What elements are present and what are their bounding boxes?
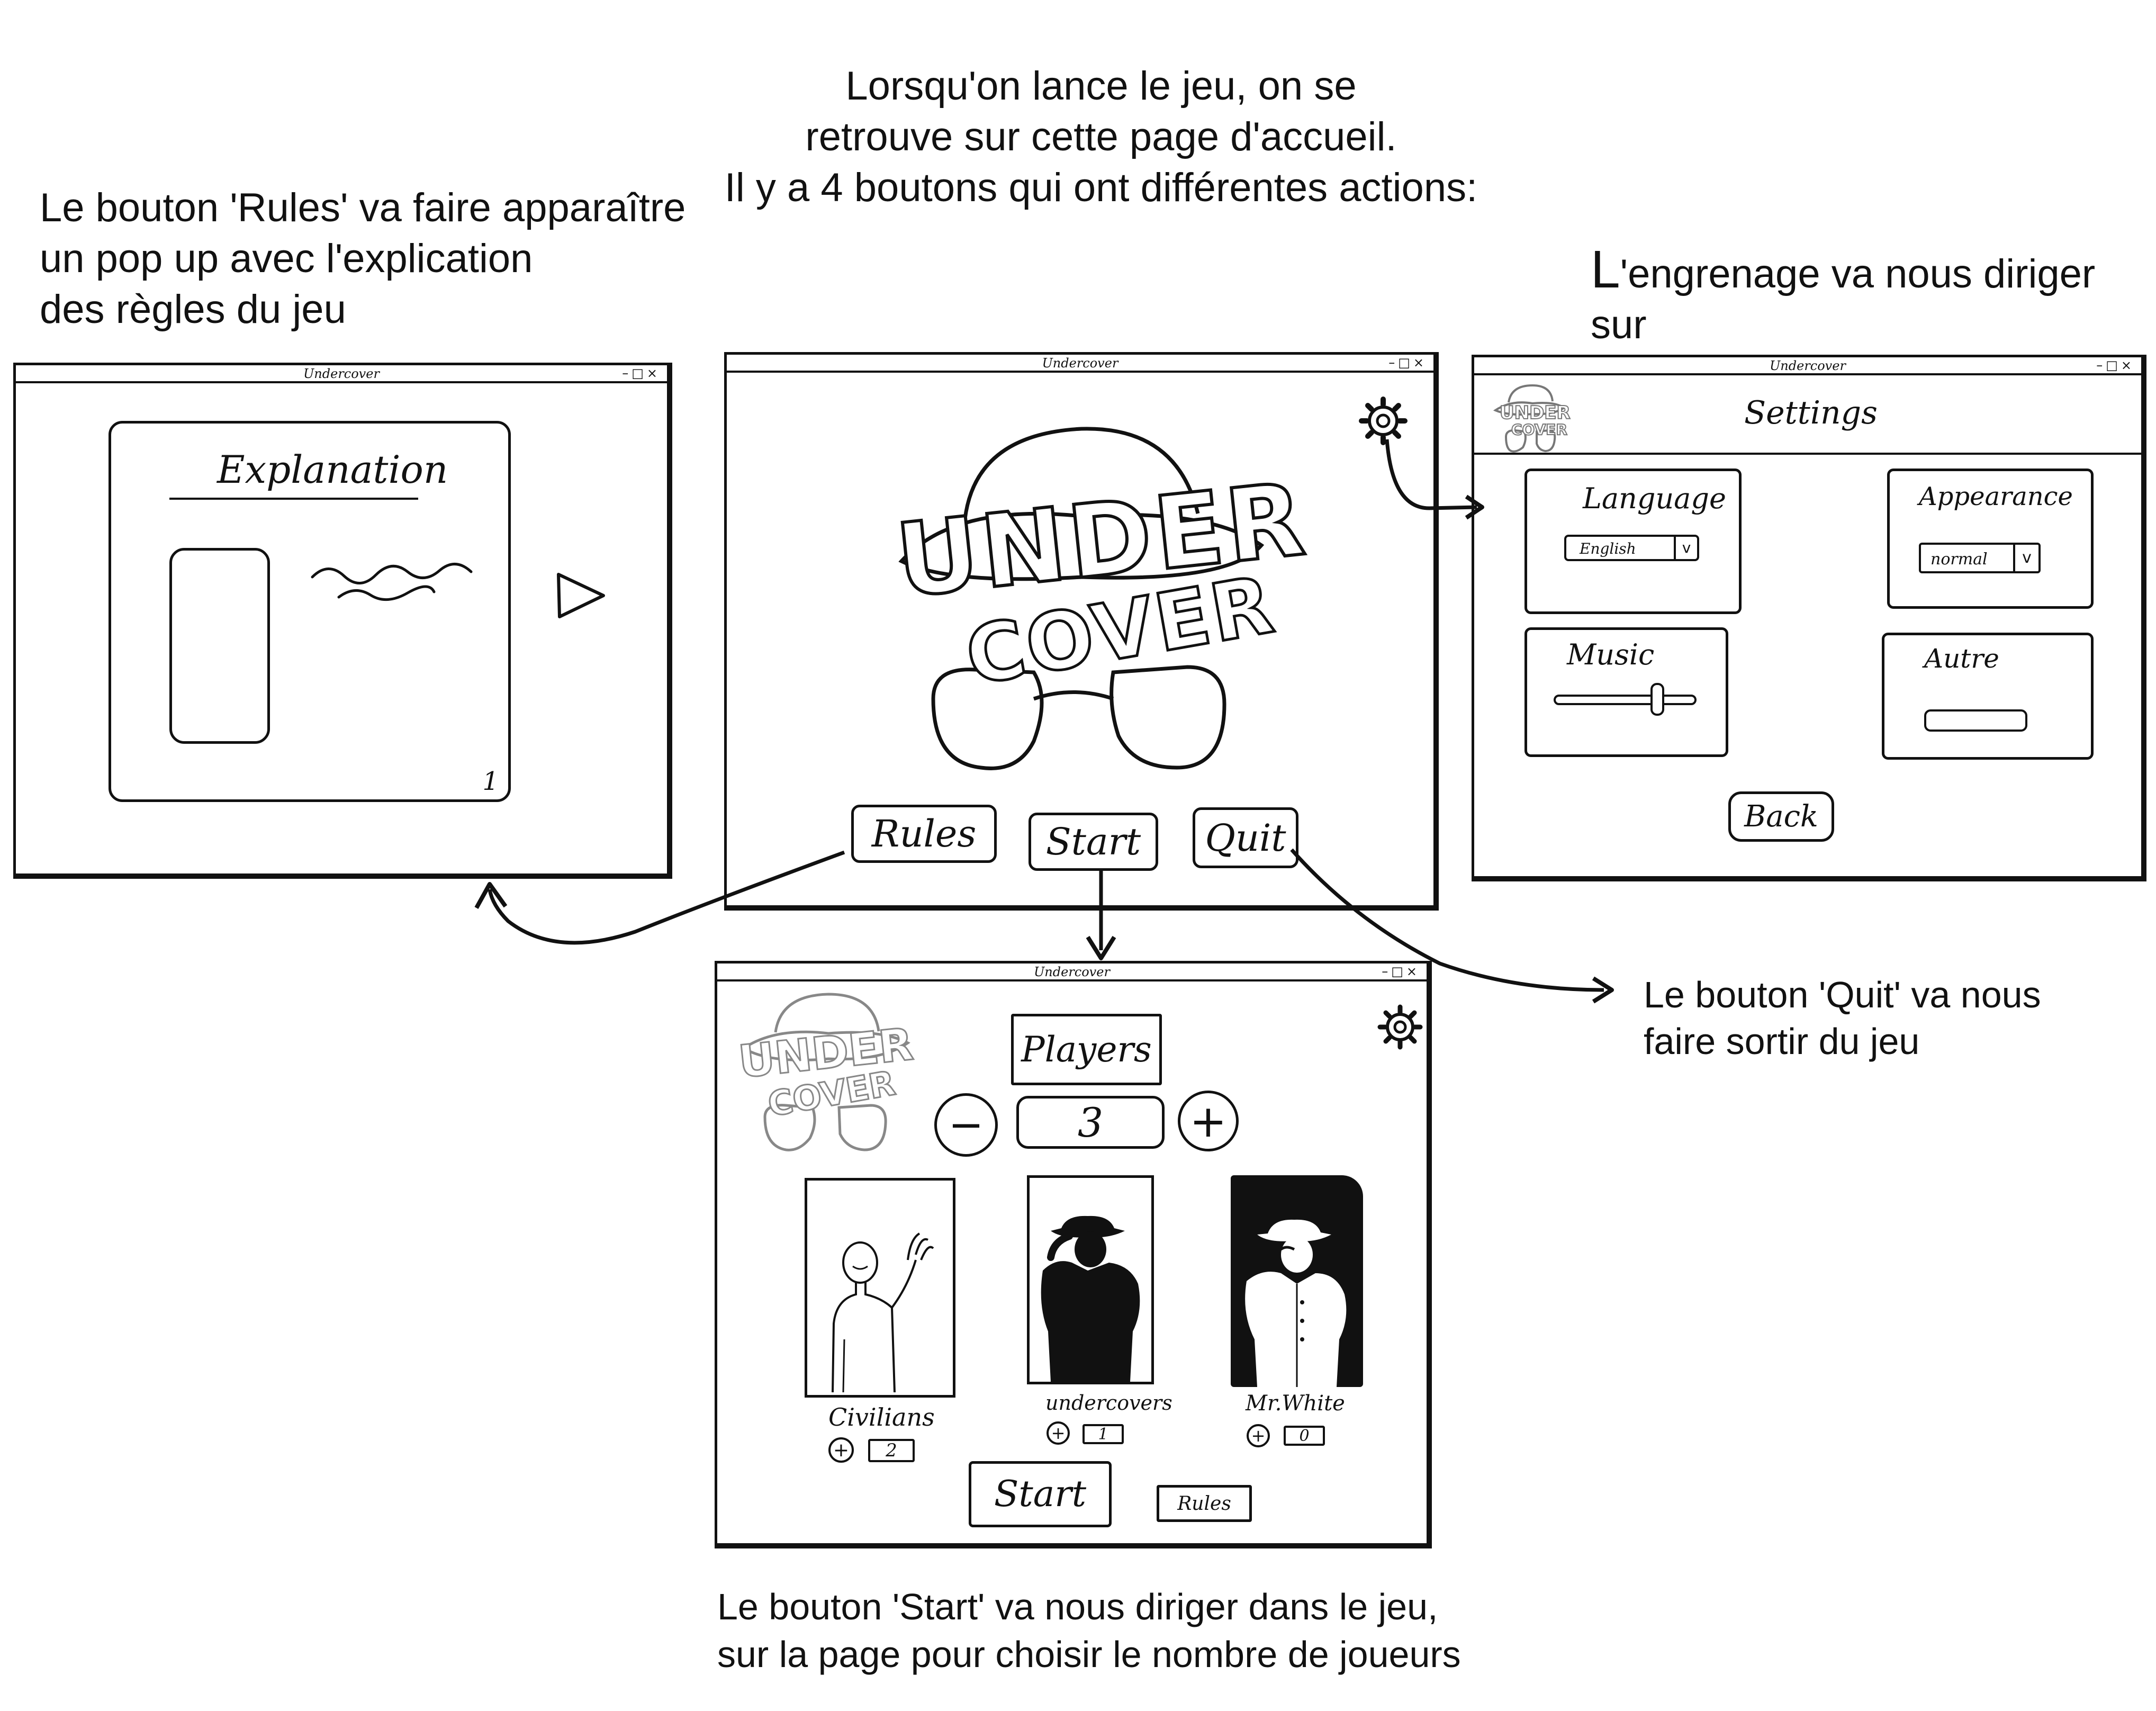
appearance-card: Appearance normal v — [1887, 469, 2094, 609]
players-label: Players — [1011, 1014, 1162, 1085]
civilian-card — [805, 1178, 955, 1398]
language-select[interactable]: English v — [1564, 535, 1699, 561]
quit-annotation: Le bouton 'Quit' va nous faire sortir du… — [1644, 974, 2041, 1062]
players-count: 3 — [1016, 1096, 1165, 1149]
players-logo: UNDER COVER — [728, 985, 918, 1165]
autre-card: Autre — [1882, 633, 2094, 760]
appearance-select[interactable]: normal v — [1919, 543, 2041, 573]
logo-under: UNDER — [1499, 402, 1571, 424]
mr-white-plus-button[interactable]: + — [1247, 1424, 1270, 1447]
mr-white-count: 0 — [1284, 1426, 1325, 1446]
logo: UNDER COVER — [859, 402, 1314, 805]
intro-annotation: Lorsqu'on lance le jeu, on se retrouve s… — [724, 64, 1478, 210]
mr-white-label: Mr.White — [1246, 1391, 1345, 1416]
rules-annotation: Le bouton 'Rules' va faire apparaître un… — [40, 185, 686, 332]
rules-image-placeholder — [169, 548, 270, 744]
next-page-arrow-icon[interactable] — [553, 566, 611, 625]
undercovers-count: 1 — [1082, 1424, 1124, 1444]
quit-button[interactable]: Quit — [1193, 807, 1298, 868]
language-label: Language — [1583, 482, 1726, 515]
arrowhead-quit — [1592, 976, 1614, 1004]
minus-button[interactable]: − — [934, 1093, 998, 1157]
window-controls[interactable]: –□× — [1382, 964, 1420, 979]
undercover-card — [1027, 1175, 1154, 1384]
language-card: Language English v — [1524, 469, 1742, 614]
window-titlebar: Undercover –□× — [717, 963, 1427, 981]
start-button[interactable]: Start — [1029, 813, 1158, 871]
autre-label: Autre — [1924, 643, 1999, 674]
window-controls[interactable]: –□× — [622, 366, 661, 381]
chevron-down-icon: v — [1674, 537, 1697, 559]
window-titlebar: Undercover –□× — [1474, 357, 2141, 375]
rules-window: Undercover –□× Explanation 1 — [13, 363, 672, 879]
settings-logo: UNDER COVER — [1490, 381, 1571, 455]
window-title: Undercover — [303, 366, 380, 381]
music-card: Music — [1524, 627, 1728, 757]
mr-white-card — [1231, 1175, 1363, 1387]
music-slider-track[interactable] — [1554, 695, 1697, 705]
civilians-plus-button[interactable]: + — [828, 1437, 854, 1463]
language-select-value: English — [1580, 540, 1636, 557]
plus-button[interactable]: + — [1178, 1091, 1239, 1151]
rules-popup-title: Explanation — [217, 447, 448, 492]
chevron-down-icon: v — [2013, 545, 2038, 571]
rules-page-number: 1 — [482, 767, 499, 796]
undercovers-label: undercovers — [1045, 1391, 1172, 1415]
music-label: Music — [1567, 638, 1655, 671]
civilians-count: 2 — [868, 1439, 915, 1462]
gear-icon[interactable] — [1354, 392, 1412, 450]
window-title: Undercover — [1042, 356, 1118, 371]
settings-annotation-initial: L — [1591, 240, 1620, 299]
window-controls[interactable]: –□× — [1388, 355, 1427, 370]
civilian-figure-icon — [832, 1232, 934, 1393]
mr-white-figure-icon — [1245, 1219, 1347, 1387]
window-titlebar: Undercover –□× — [16, 365, 667, 383]
players-window: Undercover –□× UNDER COVER Players − 3 + — [715, 961, 1432, 1548]
start-game-button[interactable]: Start — [969, 1461, 1112, 1527]
gear-icon[interactable] — [1374, 1001, 1427, 1053]
rules-title-underline — [169, 498, 418, 500]
appearance-select-value: normal — [1931, 550, 1988, 569]
rules-text-scribble — [311, 563, 473, 601]
back-button[interactable]: Back — [1728, 791, 1834, 842]
arrowhead-start — [1086, 935, 1116, 960]
settings-window: Undercover –□× UNDER COVER Settings Lang… — [1472, 355, 2146, 881]
window-title: Undercover — [1034, 965, 1110, 979]
hat-icon — [898, 427, 1265, 770]
players-rules-button[interactable]: Rules — [1157, 1485, 1252, 1522]
undercover-figure-icon — [1041, 1215, 1140, 1382]
music-slider-thumb[interactable] — [1650, 683, 1664, 716]
window-controls[interactable]: –□× — [2096, 358, 2135, 373]
arrowhead-rules — [474, 882, 508, 909]
appearance-label: Appearance — [1919, 482, 2073, 511]
logo-icon — [741, 993, 910, 1151]
window-title: Undercover — [1770, 358, 1846, 373]
start-annotation: Le bouton 'Start' va nous diriger dans l… — [717, 1586, 1461, 1675]
autre-control[interactable] — [1924, 709, 2027, 732]
rules-button[interactable]: Rules — [851, 805, 997, 863]
settings-header-divider — [1474, 453, 2141, 455]
logo-icon — [1493, 384, 1566, 453]
home-window: Undercover –□× UNDER COVER Rules Start Q… — [724, 352, 1439, 911]
civilians-label: Civilians — [828, 1403, 935, 1431]
logo-cover: COVER — [1511, 420, 1568, 439]
rules-popup: Explanation 1 — [109, 421, 511, 802]
window-titlebar: Undercover –□× — [727, 355, 1433, 373]
settings-title: Settings — [1744, 394, 1878, 431]
undercovers-plus-button[interactable]: + — [1047, 1421, 1070, 1445]
